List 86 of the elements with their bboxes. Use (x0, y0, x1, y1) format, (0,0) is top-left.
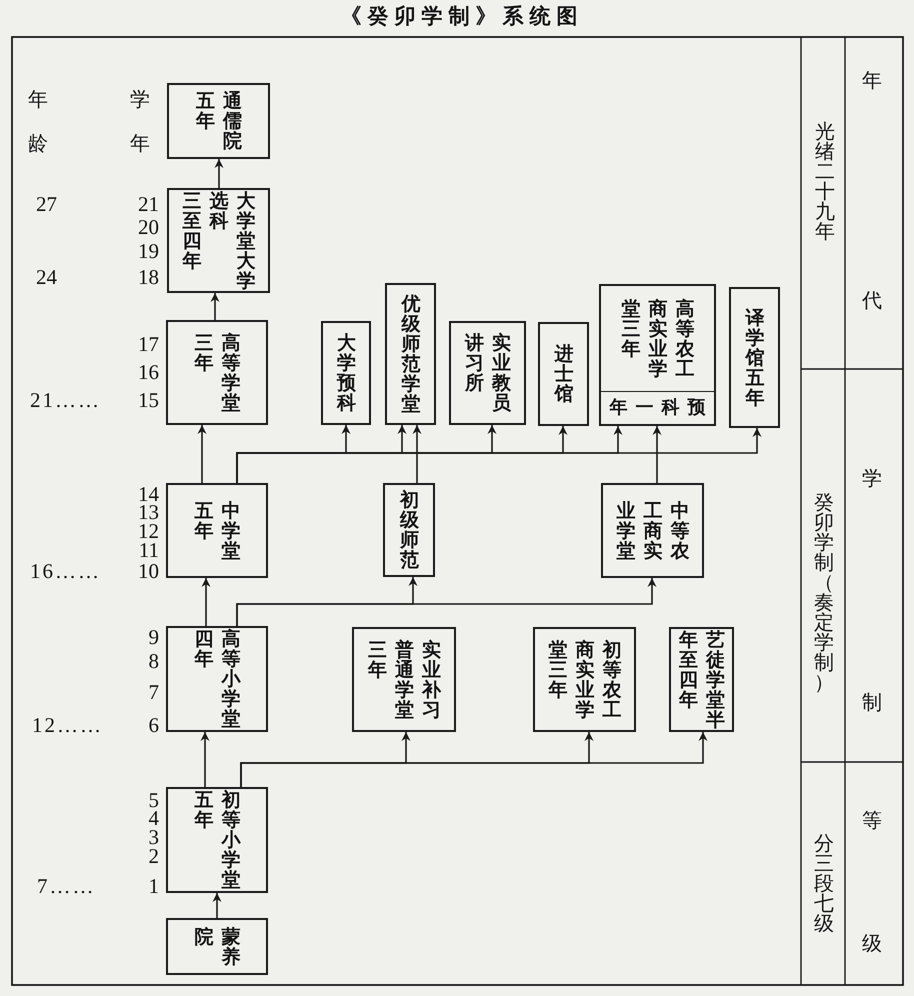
age-number: 24 (36, 268, 57, 287)
school-name: 初等农工商实业学堂三年 (548, 640, 622, 720)
year-number: 18 (138, 268, 159, 287)
arrow (202, 578, 210, 626)
diagram-title: 《癸卯学制》系统图 (340, 4, 584, 28)
school-name: 中学堂五年 (194, 500, 240, 560)
column-heading: 年龄 (28, 86, 48, 157)
age-number: 16…… (30, 562, 101, 581)
school-box (167, 188, 270, 293)
year-number: 1 (148, 877, 159, 896)
year-number: 5 (148, 791, 159, 810)
school-name: 大学预科 (336, 333, 356, 413)
year-number: 21 (138, 195, 159, 214)
school-name: 实业教员讲习所 (464, 333, 511, 413)
school-box (538, 322, 589, 426)
arrow (212, 893, 222, 918)
year-number: 9 (148, 628, 159, 647)
school-box (166, 787, 268, 893)
row-heading: 级 (862, 931, 882, 955)
year-number: 11 (138, 541, 159, 560)
row-heading: 制 (862, 690, 882, 714)
school-name: 中等农工商实业学堂 (616, 500, 690, 560)
arrow (200, 732, 210, 787)
school-name: 初级师范 (399, 490, 419, 570)
year-number: 17 (138, 335, 159, 354)
school-box (166, 626, 268, 732)
arrow (198, 425, 206, 483)
school-name: 初等小学堂五年 (194, 790, 240, 890)
school-box (166, 320, 268, 425)
school-name: 高等学堂三年 (194, 332, 240, 412)
school-box (449, 321, 526, 425)
year-number: 2 (148, 847, 159, 866)
age-number: 12…… (32, 716, 103, 735)
school-box (166, 483, 268, 578)
row-heading: 年 (862, 68, 882, 92)
year-number: 20 (138, 218, 159, 237)
school-name: 进士馆 (554, 344, 574, 404)
school-name: 通儒院五年 (195, 91, 242, 151)
year-number: 15 (138, 391, 159, 410)
year-number: 10 (138, 562, 159, 581)
school-box (669, 627, 734, 732)
school-name: 年一科预 (608, 397, 714, 419)
arrow (214, 159, 224, 188)
school-box (599, 284, 716, 426)
year-number: 19 (138, 242, 159, 261)
school-box (167, 83, 270, 159)
school-name: 优级师范学堂 (400, 294, 420, 414)
year-number: 4 (148, 809, 159, 828)
school-box (385, 283, 436, 425)
age-number: 21…… (30, 391, 101, 410)
year-number: 7 (148, 683, 159, 702)
row-heading: 等 (862, 808, 882, 832)
school-box (533, 627, 636, 732)
arrow (412, 425, 422, 483)
school-box (729, 287, 780, 428)
arrow (652, 426, 662, 483)
school-name: 实业补习普通学堂三年 (367, 640, 441, 720)
school-box (601, 483, 704, 578)
year-number: 6 (148, 716, 159, 735)
school-name: 艺徒学堂半年至四年 (678, 630, 725, 730)
row-heading: 学 (862, 466, 882, 490)
school-name: 高等小学堂四年 (194, 629, 240, 729)
age-number: 7…… (37, 877, 96, 896)
school-box (383, 483, 435, 577)
year-number: 16 (138, 363, 159, 382)
arrow (210, 293, 220, 320)
year-number: 3 (148, 828, 159, 847)
year-number: 14 (138, 485, 159, 504)
table-cell: 癸卯学制（奏定学制） (814, 492, 834, 692)
school-box (321, 321, 371, 425)
school-name: 大学堂大学选科三至四年 (182, 190, 256, 290)
school-name: 蒙养院 (194, 926, 240, 966)
school-name: 译学馆五年 (744, 308, 764, 408)
age-number: 27 (36, 195, 57, 214)
year-number: 12 (138, 522, 159, 541)
year-number: 8 (148, 652, 159, 671)
school-name: 高等农工商实业学堂三年 (620, 298, 694, 378)
row-heading: 代 (862, 288, 882, 312)
table-cell: 分三段七级 (814, 833, 834, 933)
column-heading: 学年 (130, 86, 150, 157)
arrow (236, 578, 656, 626)
year-number: 13 (138, 503, 159, 522)
table-cell: 光绪二十九年 (815, 121, 835, 241)
arrow (240, 732, 708, 787)
school-box (166, 918, 268, 975)
school-box (352, 627, 456, 732)
